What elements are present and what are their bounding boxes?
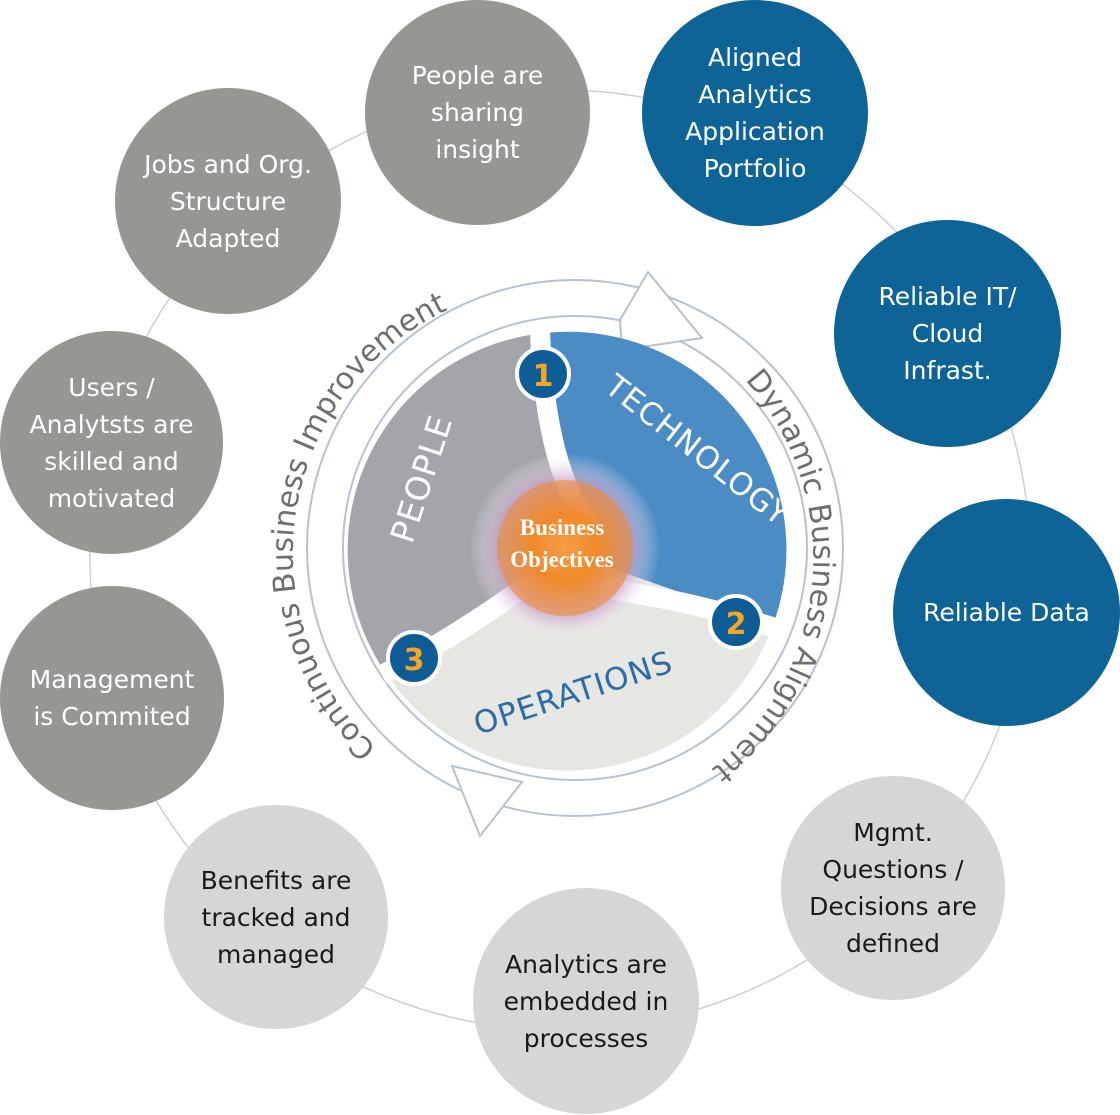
center-label-line: Business: [520, 515, 604, 540]
bubble-benefits-tracked: Benefits are tracked and managed: [164, 805, 388, 1029]
bubble-mgmt-questions-label: Mgmt. Questions / Decisions are defined: [809, 818, 977, 958]
cycle-arrow-bottom: [450, 764, 524, 838]
bubble-reliable-data: Reliable Data: [893, 499, 1120, 726]
bubble-reliable-it-cloud: Reliable IT/ Cloud Infrast.: [834, 220, 1061, 447]
badge-3-number: 3: [404, 643, 425, 678]
bubble-benefits-tracked-label: Benefits are tracked and managed: [200, 865, 352, 969]
bubble-aligned-analytics-label: Aligned Analytics Application Portfolio: [685, 43, 825, 183]
bubble-jobs-org-structure-label: Jobs and Org. Structure Adapted: [144, 149, 312, 253]
badge-1: 1: [515, 346, 571, 402]
badge-3: 3: [386, 630, 442, 686]
bubble-jobs-org-structure: Jobs and Org. Structure Adapted: [115, 88, 341, 314]
badge-2-number: 2: [726, 607, 747, 642]
bubble-reliable-it-cloud-label: Reliable IT/ Cloud Infrast.: [878, 282, 1017, 385]
bubble-people-sharing-insight: People are sharing insight: [365, 0, 590, 225]
badge-1-number: 1: [533, 359, 554, 394]
center-label-line: Objectives: [510, 547, 614, 572]
bubble-reliable-data-label: Reliable Data: [923, 598, 1090, 627]
bubble-aligned-analytics: Aligned Analytics Application Portfolio: [642, 0, 868, 226]
bubble-analytics-embedded: Analytics are embedded in processes: [473, 888, 699, 1114]
center-core: [497, 480, 633, 616]
badge-2: 2: [708, 594, 764, 650]
bubble-mgmt-questions: Mgmt. Questions / Decisions are defined: [781, 776, 1005, 1000]
bubble-analytics-embedded-label: Analytics are embedded in processes: [503, 949, 669, 1053]
bubble-management-committed-label: Management is Commited: [29, 665, 195, 731]
bubble-users-analysts: Users / Analytsts are skilled and motiva…: [0, 331, 223, 554]
bubble-people-sharing-insight-label: People are sharing insight: [411, 61, 544, 164]
bubble-users-analysts-label: Users / Analytsts are skilled and motiva…: [29, 372, 194, 513]
bubble-management-committed: Management is Commited: [0, 586, 224, 810]
